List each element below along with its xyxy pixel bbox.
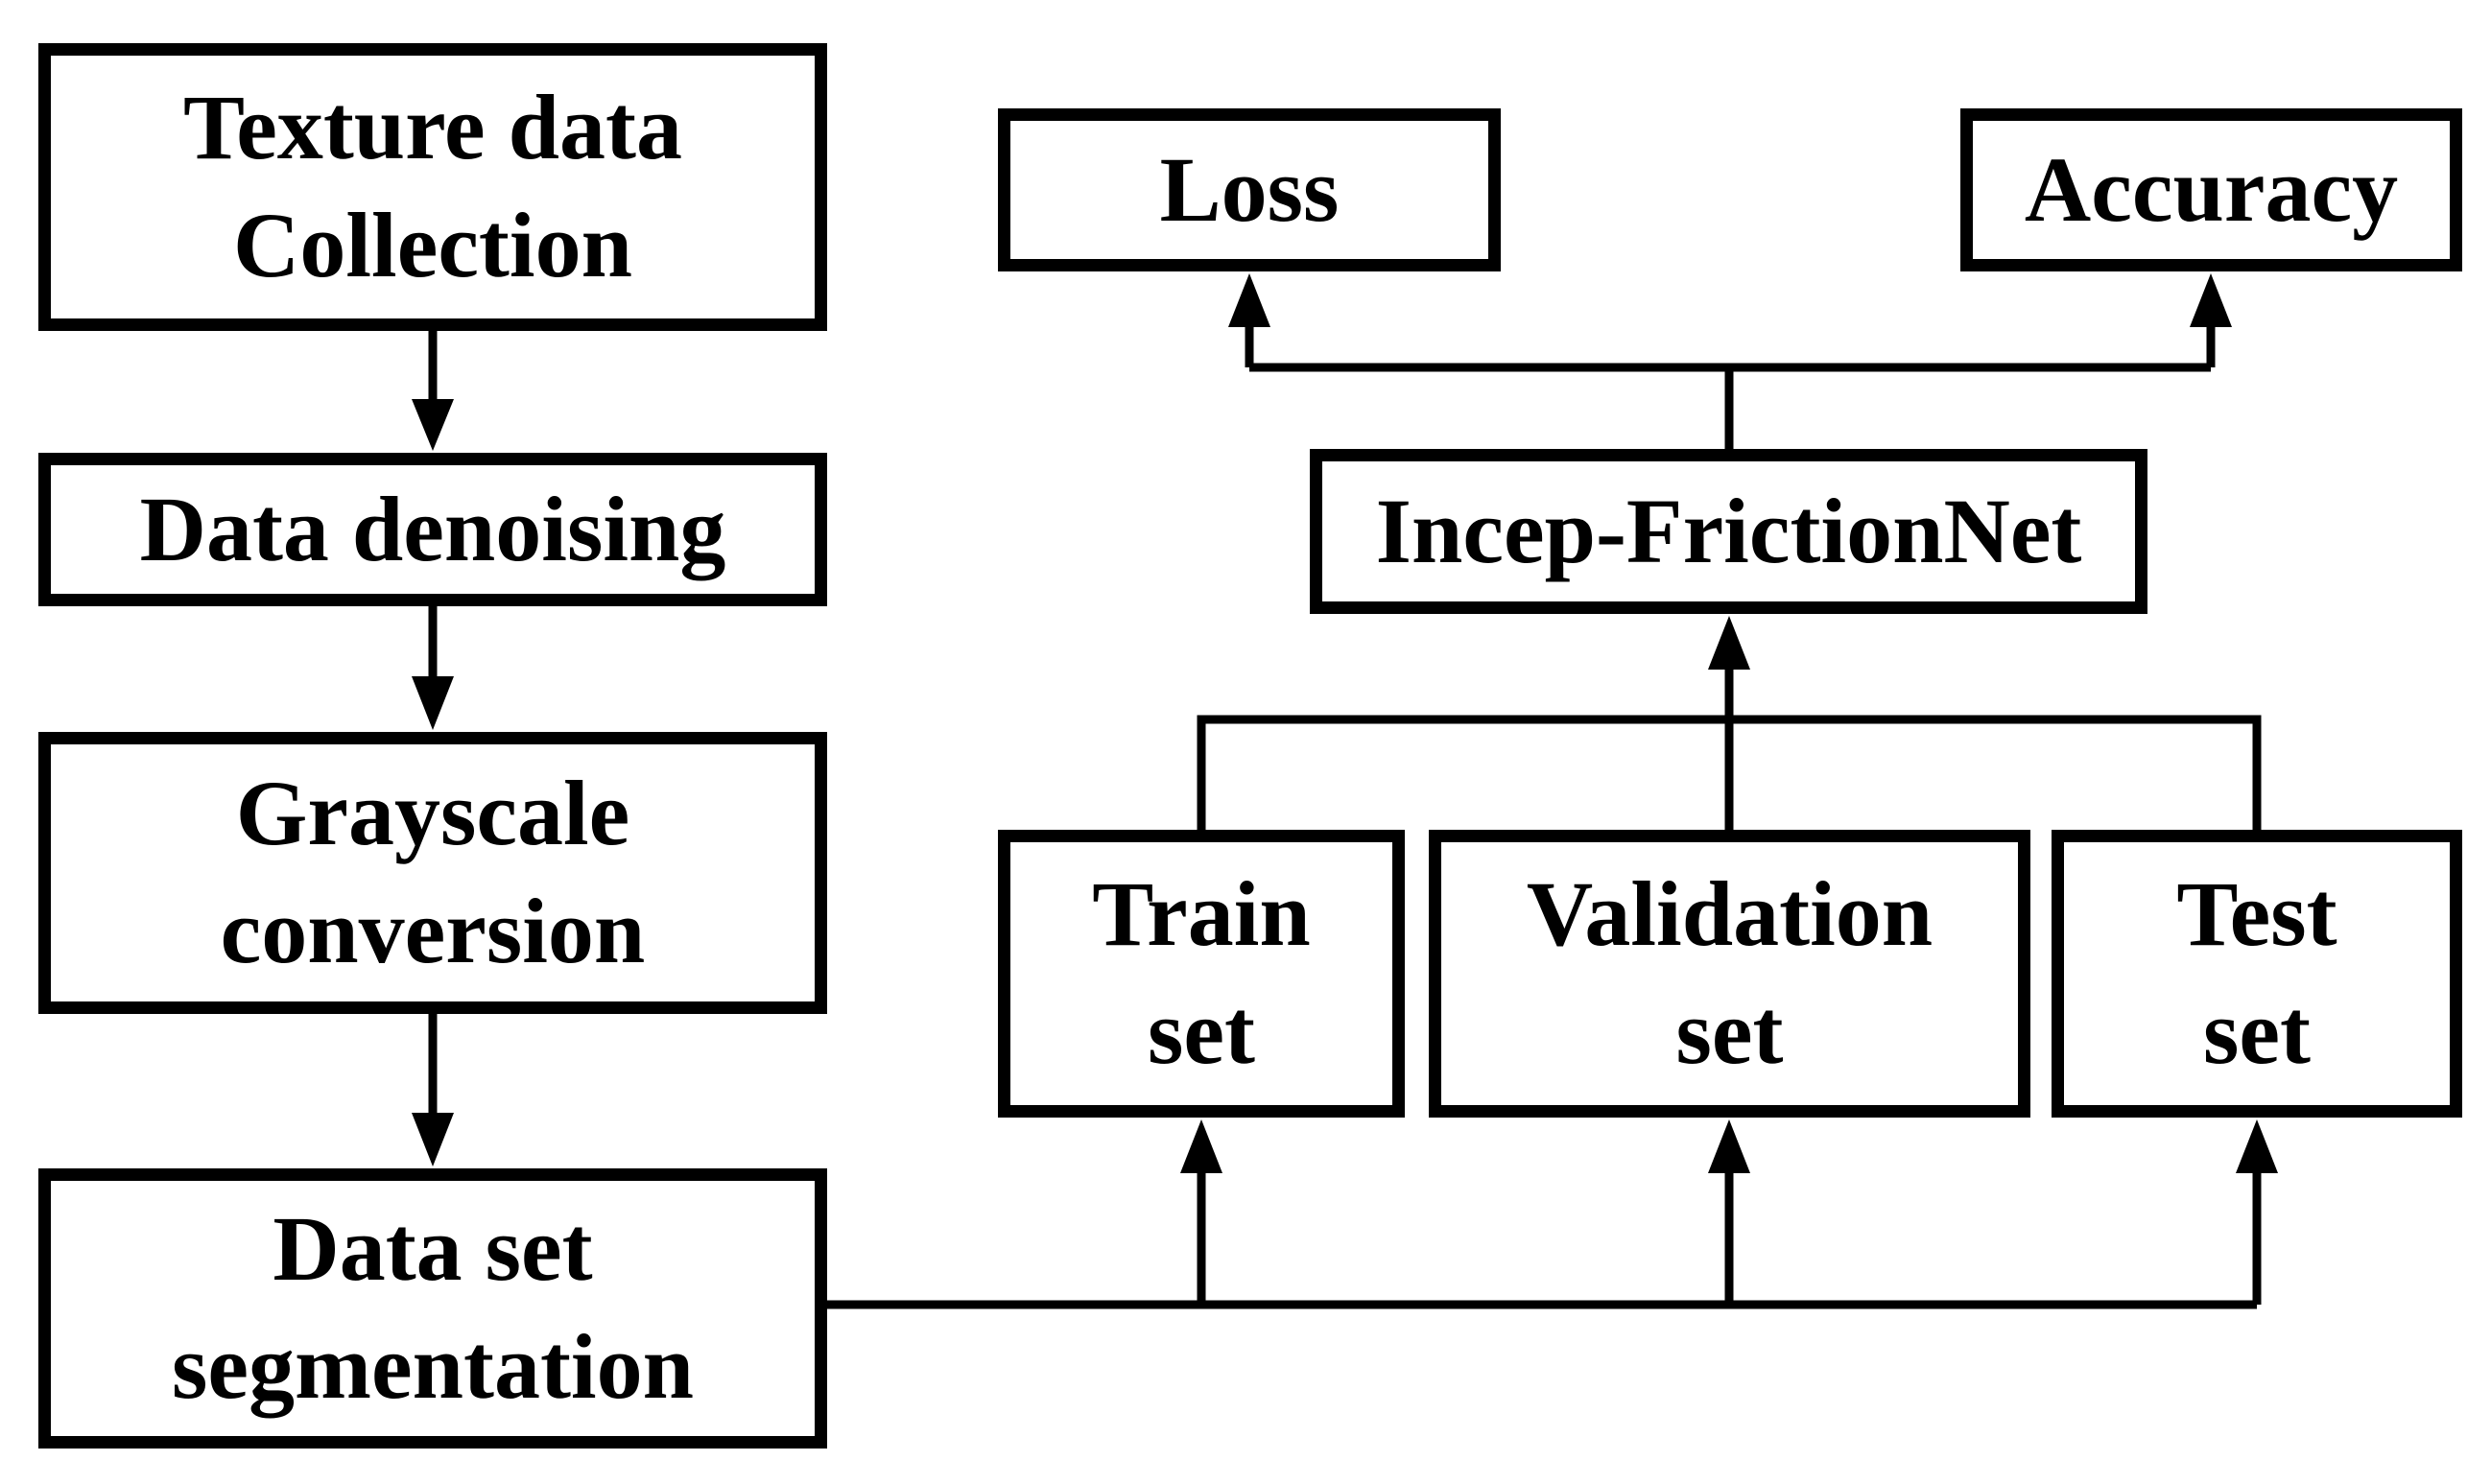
connector-segmentation-to-sets (827, 1119, 2278, 1309)
node-label: Data denoising (139, 477, 726, 580)
node-label: Loss (1159, 137, 1340, 241)
node-data-denoising: Data denoising (38, 453, 827, 606)
arrowhead-up-icon (1708, 1119, 1750, 1173)
node-accuracy: Accuracy (1960, 108, 2462, 271)
node-label: Train set (1092, 862, 1311, 1083)
arrowhead-up-icon (2236, 1119, 2278, 1173)
arrowhead-down-icon (412, 399, 454, 451)
node-label: Incep-FrictionNet (1375, 479, 2082, 582)
connector-incep-to-loss-accuracy (1228, 273, 2232, 449)
node-label: Validation set (1526, 862, 1933, 1083)
node-validation-set: Validation set (1429, 830, 2030, 1118)
node-label: Test set (2176, 862, 2337, 1083)
arrowhead-up-icon (1180, 1119, 1222, 1173)
node-train-set: Train set (998, 830, 1405, 1118)
arrowhead-down-icon (412, 1113, 454, 1166)
node-label: Data set segmentation (172, 1197, 694, 1418)
arrowhead-up-icon (2190, 273, 2232, 327)
arrowhead-up-icon (1228, 273, 1270, 327)
arrowhead-up-icon (1708, 616, 1750, 670)
node-test-set: Test set (2052, 830, 2462, 1118)
node-dataset-segmentation: Data set segmentation (38, 1168, 827, 1449)
arrow-texture-to-denoising (412, 331, 454, 451)
node-texture-data-collection: Texture data Collection (38, 43, 827, 331)
arrow-grayscale-to-segmentation (412, 1014, 454, 1166)
connector-sets-to-incep (1197, 616, 2262, 830)
node-label: Accuracy (2024, 137, 2399, 241)
node-grayscale-conversion: Grayscale conversion (38, 732, 827, 1014)
node-loss: Loss (998, 108, 1501, 271)
arrow-denoising-to-grayscale (412, 606, 454, 730)
node-label: Texture data Collection (182, 76, 683, 296)
arrowhead-down-icon (412, 676, 454, 730)
node-label: Grayscale conversion (220, 762, 646, 982)
node-incep-frictionnet: Incep-FrictionNet (1310, 449, 2147, 614)
